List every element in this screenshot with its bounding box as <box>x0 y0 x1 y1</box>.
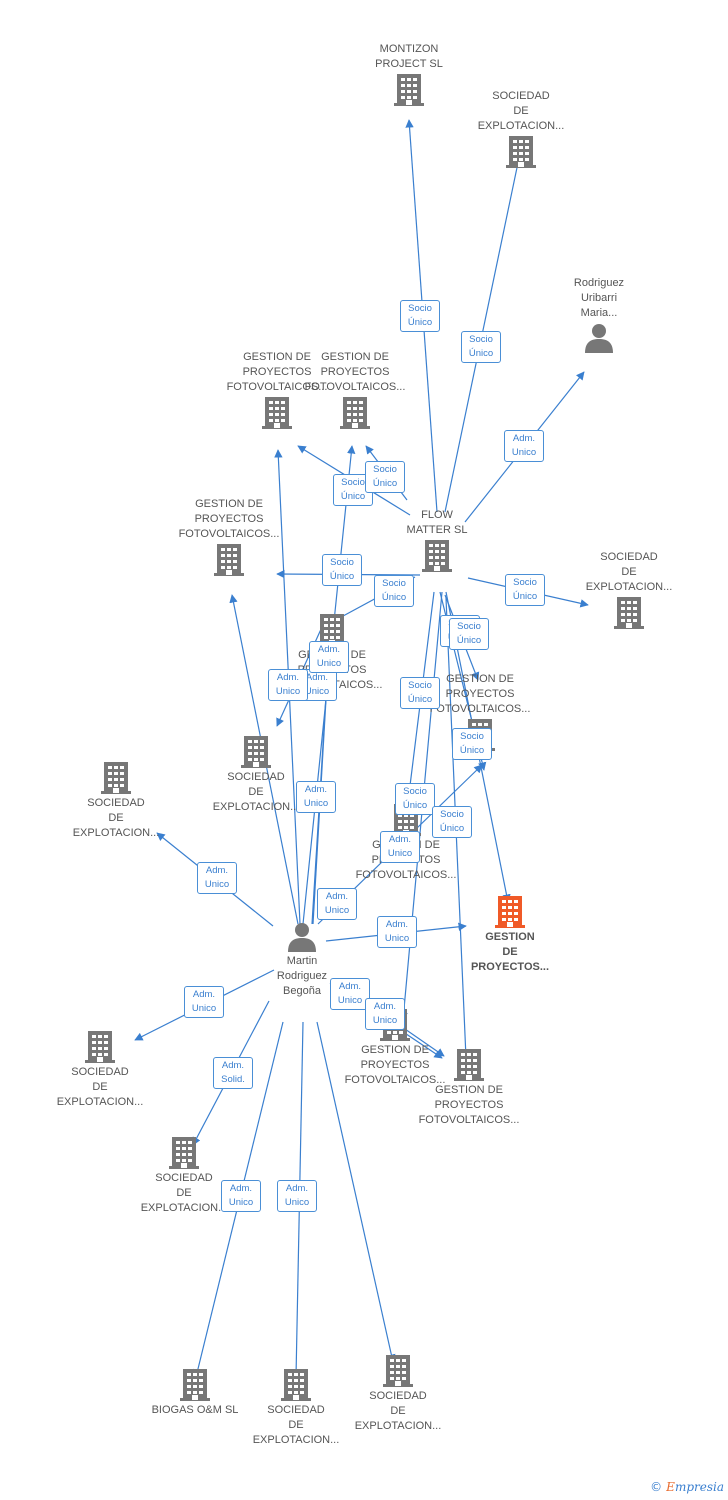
edge-label[interactable]: Socio Único <box>374 575 414 607</box>
edge-label[interactable]: Socio Único <box>505 574 545 606</box>
node-soc_low2[interactable]: SOCIEDAD DE EXPLOTACION... <box>124 1135 244 1216</box>
node-gp_low2[interactable]: GESTION DE PROYECTOS FOTOVOLTAICOS... <box>409 1047 529 1128</box>
edge-label[interactable]: Socio Único <box>322 554 362 586</box>
edge-label[interactable]: Adm. Unico <box>221 1180 261 1212</box>
node-main[interactable]: GESTION DE PROYECTOS... <box>450 894 570 975</box>
building-icon <box>377 538 497 574</box>
node-label: Rodriguez Uribarri Maria... <box>573 277 625 319</box>
node-label: GESTION DE PROYECTOS FOTOVOLTAICOS... <box>418 1084 520 1126</box>
node-label: SOCIEDAD DE EXPLOTACION... <box>56 1066 144 1108</box>
building-icon <box>450 894 570 930</box>
building-icon <box>40 1029 160 1065</box>
building-icon <box>272 612 392 648</box>
node-montizon[interactable]: MONTIZON PROJECT SL <box>349 42 469 108</box>
edge-label[interactable]: Adm. Unico <box>377 916 417 948</box>
node-label: GESTION DE PROYECTOS FOTOVOLTAICOS... <box>178 498 280 540</box>
node-label: GESTION DE PROYECTOS FOTOVOLTAICOS... <box>344 1044 446 1086</box>
node-label: BIOGAS O&M SL <box>151 1404 239 1416</box>
edge-label[interactable]: Socio Único <box>400 677 440 709</box>
building-icon <box>409 1047 529 1083</box>
building-icon <box>217 395 337 431</box>
node-label: SOCIEDAD DE EXPLOTACION... <box>354 1390 442 1432</box>
node-gp3[interactable]: GESTION DE PROYECTOS FOTOVOLTAICOS... <box>169 497 289 578</box>
edge-label[interactable]: Socio Único <box>395 783 435 815</box>
edge-label[interactable]: Socio Único <box>461 331 501 363</box>
node-soc_low1[interactable]: SOCIEDAD DE EXPLOTACION... <box>40 1029 160 1110</box>
edge-label[interactable]: Adm. Solid. <box>213 1057 253 1089</box>
copyright-symbol: © <box>650 1480 663 1494</box>
edge-label[interactable]: Adm. Unico <box>277 1180 317 1212</box>
building-icon <box>349 72 469 108</box>
node-soc_top[interactable]: SOCIEDAD DE EXPLOTACION... <box>461 89 581 170</box>
node-label: SOCIEDAD DE EXPLOTACION... <box>585 551 673 593</box>
empresia-logo: ©Empresia <box>650 1480 724 1494</box>
node-biogas[interactable]: BIOGAS O&M SL <box>135 1367 255 1418</box>
node-label: GESTION DE PROYECTOS... <box>470 931 550 973</box>
building-icon <box>461 134 581 170</box>
node-label: GESTION DE PROYECTOS FOTOVOLTAICOS... <box>429 673 531 715</box>
node-gp2[interactable]: GESTION DE PROYECTOS FOTOVOLTAICOS... <box>295 350 415 431</box>
edge-label[interactable]: Adm. Unico <box>268 669 308 701</box>
node-label: SOCIEDAD DE EXPLOTACION... <box>140 1172 228 1214</box>
edge-label[interactable]: Adm. Unico <box>197 862 237 894</box>
node-label: GESTION DE PROYECTOS FOTOVOLTAICOS... <box>226 351 328 393</box>
building-icon <box>295 395 415 431</box>
edge-label[interactable]: Adm. Unico <box>330 978 370 1010</box>
node-rodriguez[interactable]: Rodriguez Uribarri Maria... <box>539 276 659 355</box>
node-soc_right[interactable]: SOCIEDAD DE EXPLOTACION... <box>569 550 689 631</box>
node-label: FLOW MATTER SL <box>406 509 468 536</box>
node-martin[interactable]: Martin Rodriguez Begoña <box>242 920 362 999</box>
building-icon <box>135 1367 255 1403</box>
building-icon <box>196 734 316 770</box>
edge-label[interactable]: Adm. Unico <box>504 430 544 462</box>
edge-label[interactable]: Adm. Unico <box>296 781 336 813</box>
building-icon <box>169 542 289 578</box>
edge-label[interactable]: Adm. Unico <box>184 986 224 1018</box>
edge-label[interactable]: Adm. Unico <box>380 831 420 863</box>
person-icon <box>242 920 362 954</box>
building-icon <box>124 1135 244 1171</box>
node-label: Martin Rodriguez Begoña <box>276 955 328 997</box>
brand-rest: mpresia <box>674 1480 724 1494</box>
building-icon <box>56 760 176 796</box>
node-label: GESTION DE PROYECTOS FOTOVOLTAICOS... <box>304 351 406 393</box>
edge-label[interactable]: Socio Único <box>452 728 492 760</box>
node-flow[interactable]: FLOW MATTER SL <box>377 508 497 574</box>
node-label: SOCIEDAD DE EXPLOTACION... <box>477 90 565 132</box>
edge-line <box>316 1021 396 1363</box>
node-soc_b3[interactable]: SOCIEDAD DE EXPLOTACION... <box>338 1353 458 1434</box>
building-icon <box>338 1353 458 1389</box>
node-soc_left[interactable]: SOCIEDAD DE EXPLOTACION... <box>56 760 176 841</box>
building-icon <box>236 1367 356 1403</box>
node-soc_b2[interactable]: SOCIEDAD DE EXPLOTACION... <box>236 1367 356 1448</box>
brand-initial: E <box>666 1480 675 1494</box>
edge-label[interactable]: Adm. Unico <box>365 998 405 1030</box>
edge-label[interactable]: Adm. Unico <box>309 641 349 673</box>
node-label: SOCIEDAD DE EXPLOTACION... <box>252 1404 340 1446</box>
node-gp1[interactable]: GESTION DE PROYECTOS FOTOVOLTAICOS... <box>217 350 337 431</box>
edge-label[interactable]: Adm. Unico <box>317 888 357 920</box>
building-icon <box>569 595 689 631</box>
edge-label[interactable]: Socio Único <box>449 618 489 650</box>
edge-label[interactable]: Socio Único <box>400 300 440 332</box>
node-label: SOCIEDAD DE EXPLOTACION... <box>72 797 160 839</box>
node-label: MONTIZON PROJECT SL <box>375 43 443 70</box>
edge-label[interactable]: Socio Único <box>365 461 405 493</box>
person-icon <box>539 321 659 355</box>
node-soc_mid[interactable]: SOCIEDAD DE EXPLOTACION... <box>196 734 316 815</box>
edge-label[interactable]: Socio Único <box>432 806 472 838</box>
node-label: SOCIEDAD DE EXPLOTACION... <box>212 771 300 813</box>
